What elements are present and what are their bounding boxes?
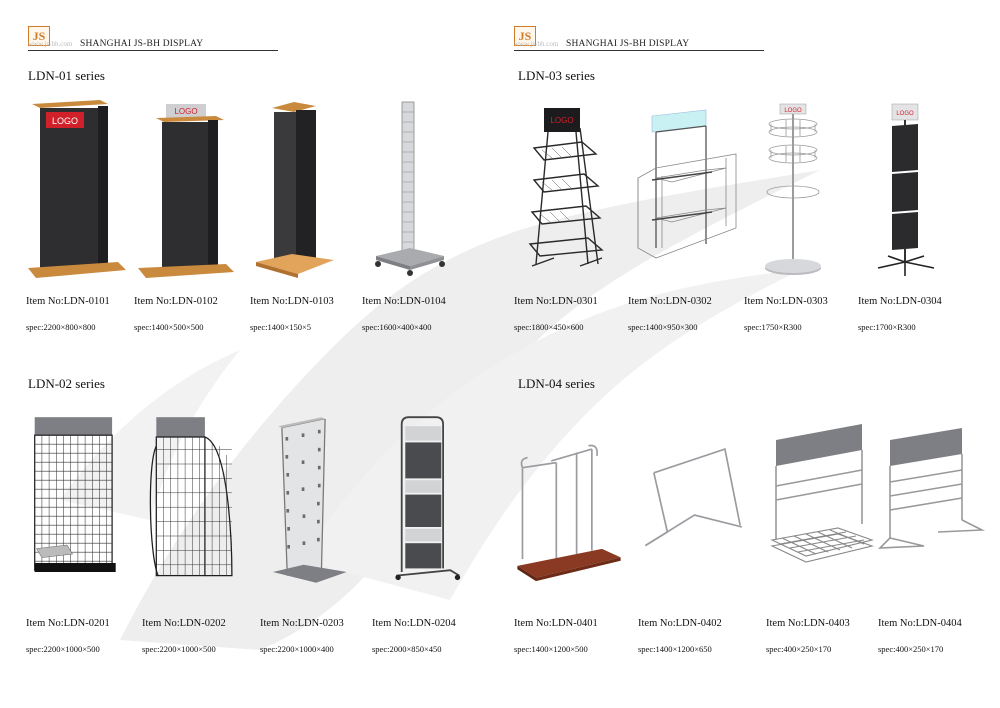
item-number-ldn-0204: Item No:LDN-0204: [372, 618, 456, 629]
item-spec-ldn-0101: spec:2200×800×800: [26, 322, 96, 332]
item-spec-ldn-0402: spec:1400×1200×650: [638, 644, 712, 654]
product-image-ldn-0103: [256, 102, 334, 278]
product-image-ldn-0202: [149, 417, 233, 577]
item-spec-ldn-0103: spec:1400×150×5: [250, 322, 312, 332]
item-spec-ldn-0401: spec:1400×1200×500: [514, 644, 588, 654]
item-number-ldn-0302: Item No:LDN-0302: [628, 296, 712, 307]
product-image-ldn-0104: [375, 101, 445, 276]
series-title-ldn-02: LDN-02 series: [28, 376, 105, 391]
item-spec-ldn-0204: spec:2000×850×450: [372, 644, 442, 654]
company-name: SHANGHAI JS-BH DISPLAY: [80, 39, 204, 49]
product-image-ldn-0203: [272, 417, 347, 583]
item-spec-ldn-0404: spec:400×250×170: [878, 644, 944, 654]
header-rule: [28, 50, 278, 51]
product-image-ldn-0302: [637, 109, 737, 259]
brand-url: www.js-bh.com: [28, 40, 73, 48]
logo-text: LOGO: [784, 108, 802, 114]
logo-text: LOGO: [174, 107, 197, 116]
item-number-ldn-0402: Item No:LDN-0402: [638, 618, 722, 629]
item-number-ldn-0101: Item No:LDN-0101: [26, 296, 110, 307]
item-number-ldn-0103: Item No:LDN-0103: [250, 296, 334, 307]
item-number-ldn-0404: Item No:LDN-0404: [878, 618, 962, 629]
product-image-ldn-0204: [395, 416, 461, 581]
logo-text: LOGO: [52, 116, 78, 126]
item-number-ldn-0203: Item No:LDN-0203: [260, 618, 344, 629]
product-image-ldn-0404: [878, 428, 986, 549]
product-image-ldn-0401: [517, 444, 621, 582]
product-image-ldn-0301: LOGO: [528, 108, 604, 267]
logo-text: LOGO: [896, 111, 914, 117]
product-image-ldn-0303: LOGO: [765, 103, 821, 275]
item-number-ldn-0202: Item No:LDN-0202: [142, 618, 226, 629]
item-spec-ldn-0202: spec:2200×1000×500: [142, 644, 216, 654]
item-spec-ldn-0403: spec:400×250×170: [766, 644, 832, 654]
item-spec-ldn-0301: spec:1800×450×600: [514, 322, 584, 332]
item-number-ldn-0304: Item No:LDN-0304: [858, 296, 942, 307]
item-spec-ldn-0201: spec:2200×1000×500: [26, 644, 100, 654]
item-number-ldn-0403: Item No:LDN-0403: [766, 618, 850, 629]
product-image-ldn-0102: LOGO: [138, 104, 234, 278]
item-spec-ldn-0203: spec:2200×1000×400: [260, 644, 334, 654]
product-image-ldn-0201: [34, 417, 116, 572]
item-number-ldn-0104: Item No:LDN-0104: [362, 296, 446, 307]
item-number-ldn-0401: Item No:LDN-0401: [514, 618, 598, 629]
page-header-right: JS www.js-bh.com SHANGHAI JS-BH DISPLAY: [514, 26, 764, 52]
item-spec-ldn-0304: spec:1700×R300: [858, 322, 916, 332]
item-number-ldn-0301: Item No:LDN-0301: [514, 296, 598, 307]
product-image-ldn-0304: LOGO: [877, 103, 935, 276]
product-image-ldn-0403: [770, 424, 874, 563]
item-spec-ldn-0104: spec:1600×400×400: [362, 322, 432, 332]
company-name: SHANGHAI JS-BH DISPLAY: [566, 39, 690, 49]
brand-logo: JS: [514, 26, 536, 46]
logo-text: LOGO: [550, 116, 573, 125]
series-title-ldn-01: LDN-01 series: [28, 68, 105, 83]
series-title-ldn-04: LDN-04 series: [518, 376, 595, 391]
page-header-left: JS www.js-bh.com SHANGHAI JS-BH DISPLAY: [28, 26, 278, 52]
item-number-ldn-0201: Item No:LDN-0201: [26, 618, 110, 629]
header-rule: [514, 50, 764, 51]
brand-url: www.js-bh.com: [514, 40, 559, 48]
product-image-ldn-0402: [644, 447, 743, 547]
product-image-ldn-0101: LOGO: [28, 100, 126, 278]
brand-logo: JS: [28, 26, 50, 46]
item-spec-ldn-0303: spec:1750×R300: [744, 322, 802, 332]
series-title-ldn-03: LDN-03 series: [518, 68, 595, 83]
item-spec-ldn-0102: spec:1400×500×500: [134, 322, 204, 332]
item-number-ldn-0303: Item No:LDN-0303: [744, 296, 828, 307]
item-spec-ldn-0302: spec:1400×950×300: [628, 322, 698, 332]
item-number-ldn-0102: Item No:LDN-0102: [134, 296, 218, 307]
